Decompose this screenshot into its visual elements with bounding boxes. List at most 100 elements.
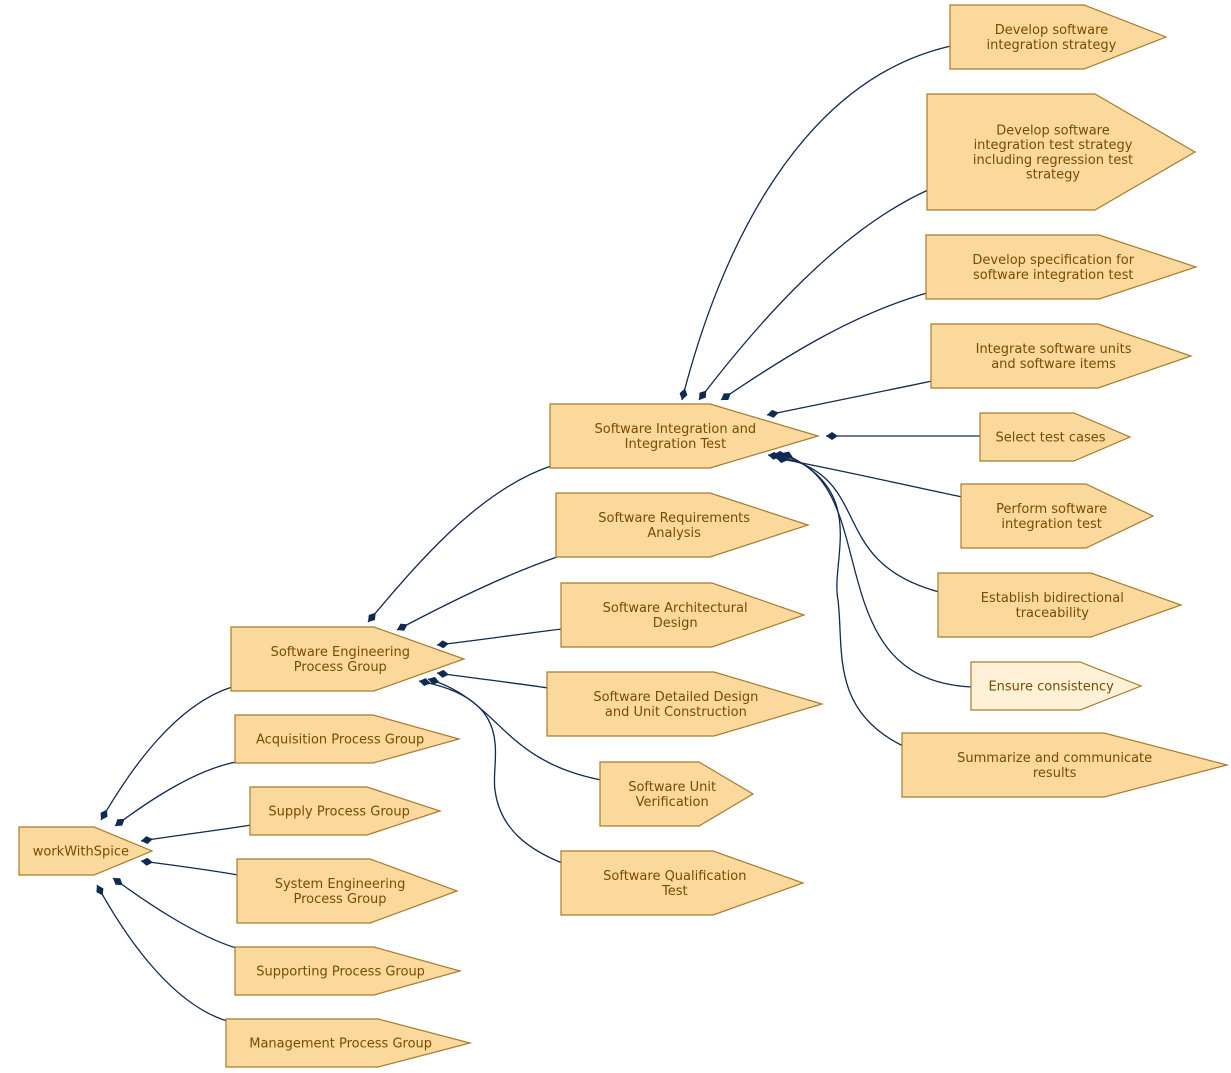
edge-root-acq [114, 761, 237, 827]
node-shape [925, 234, 1198, 300]
node-label-line: Analysis [647, 526, 701, 541]
edge-seng-suv [427, 678, 602, 781]
node-label-line: Develop software [996, 124, 1109, 139]
node-label-line: integration test strategy [974, 138, 1133, 153]
node-label-line: Ensure consistency [988, 680, 1114, 695]
composition-diamond-icon [437, 669, 449, 678]
node-shape [549, 403, 821, 469]
edge-root-sup [140, 824, 252, 842]
node-mgmt[interactable]: Management Process Group [225, 1018, 473, 1068]
node-label: Supporting Process Group [256, 965, 425, 980]
node-label-line: Develop specification for [972, 253, 1134, 268]
node-shape [234, 714, 462, 764]
node-supp[interactable]: Supporting Process Group [234, 946, 463, 996]
edge-root-seng [100, 686, 233, 821]
node-acq[interactable]: Acquisition Process Group [234, 714, 462, 764]
composition-diamond-icon [768, 451, 780, 460]
node-shape [901, 732, 1230, 798]
node-label-line: Test [661, 884, 688, 899]
node-label-line: including regression test [973, 153, 1133, 168]
composition-diamond-icon [113, 878, 123, 886]
node-label-line: Integration Test [625, 437, 726, 452]
edge-root-supp [112, 877, 237, 949]
node-label: workWithSpice [33, 845, 129, 860]
node-label: Ensure consistency [988, 680, 1114, 695]
node-label-line: Software Engineering [271, 645, 410, 660]
composition-diamond-icon [115, 818, 125, 826]
node-shape [546, 671, 825, 737]
composition-diamond-icon [721, 393, 731, 400]
composition-diamond-icon [419, 678, 431, 687]
node-label-line: Develop software [995, 23, 1108, 38]
node-label: Management Process Group [249, 1037, 432, 1052]
node-shape [970, 661, 1143, 711]
node-shape [560, 582, 806, 648]
composition-diamond-icon [679, 388, 688, 400]
node-sup[interactable]: Supply Process Group [249, 786, 442, 836]
edge-seng-sqt [418, 680, 563, 864]
composition-diamond-icon [437, 640, 449, 649]
composition-diamond-icon [141, 836, 153, 845]
edge-sit-t9 [781, 452, 904, 747]
node-label-line: Supporting Process Group [256, 965, 425, 980]
node-label-line: Perform software [996, 502, 1107, 517]
node-label-line: Select test cases [996, 431, 1106, 446]
node-shape [230, 626, 466, 692]
node-shape [979, 412, 1132, 462]
node-label-line: Acquisition Process Group [256, 733, 424, 748]
node-label-line: Process Group [294, 892, 387, 907]
node-shape [560, 850, 805, 916]
node-label-line: Software Unit [628, 780, 716, 795]
edge-seng-sad [436, 628, 563, 646]
node-t8[interactable]: Ensure consistency [970, 661, 1143, 711]
edge-sit-t3 [720, 292, 928, 401]
node-label: Supply Process Group [268, 805, 409, 820]
node-shape [926, 93, 1197, 211]
node-shape [949, 4, 1168, 70]
node-label-line: Integrate software units [976, 342, 1132, 357]
edge-seng-sra [396, 556, 558, 631]
node-label-line: Establish bidirectional [981, 591, 1124, 606]
node-label-line: Software Integration and [595, 422, 757, 437]
node-root[interactable]: workWithSpice [18, 826, 154, 876]
node-label-line: Summarize and communicate [957, 751, 1152, 766]
node-label: Select test cases [996, 431, 1106, 446]
node-label-line: System Engineering [275, 877, 406, 892]
node-t5[interactable]: Select test cases [979, 412, 1132, 462]
composition-diamond-icon [96, 885, 104, 896]
composition-diamond-icon [368, 612, 376, 622]
node-label-line: Verification [636, 795, 709, 810]
node-shape [18, 826, 154, 876]
node-label-line: integration test [1001, 517, 1102, 532]
node-label-line: Software Detailed Design [593, 690, 758, 705]
composition-diamond-icon [699, 390, 707, 400]
node-shape [249, 786, 442, 836]
